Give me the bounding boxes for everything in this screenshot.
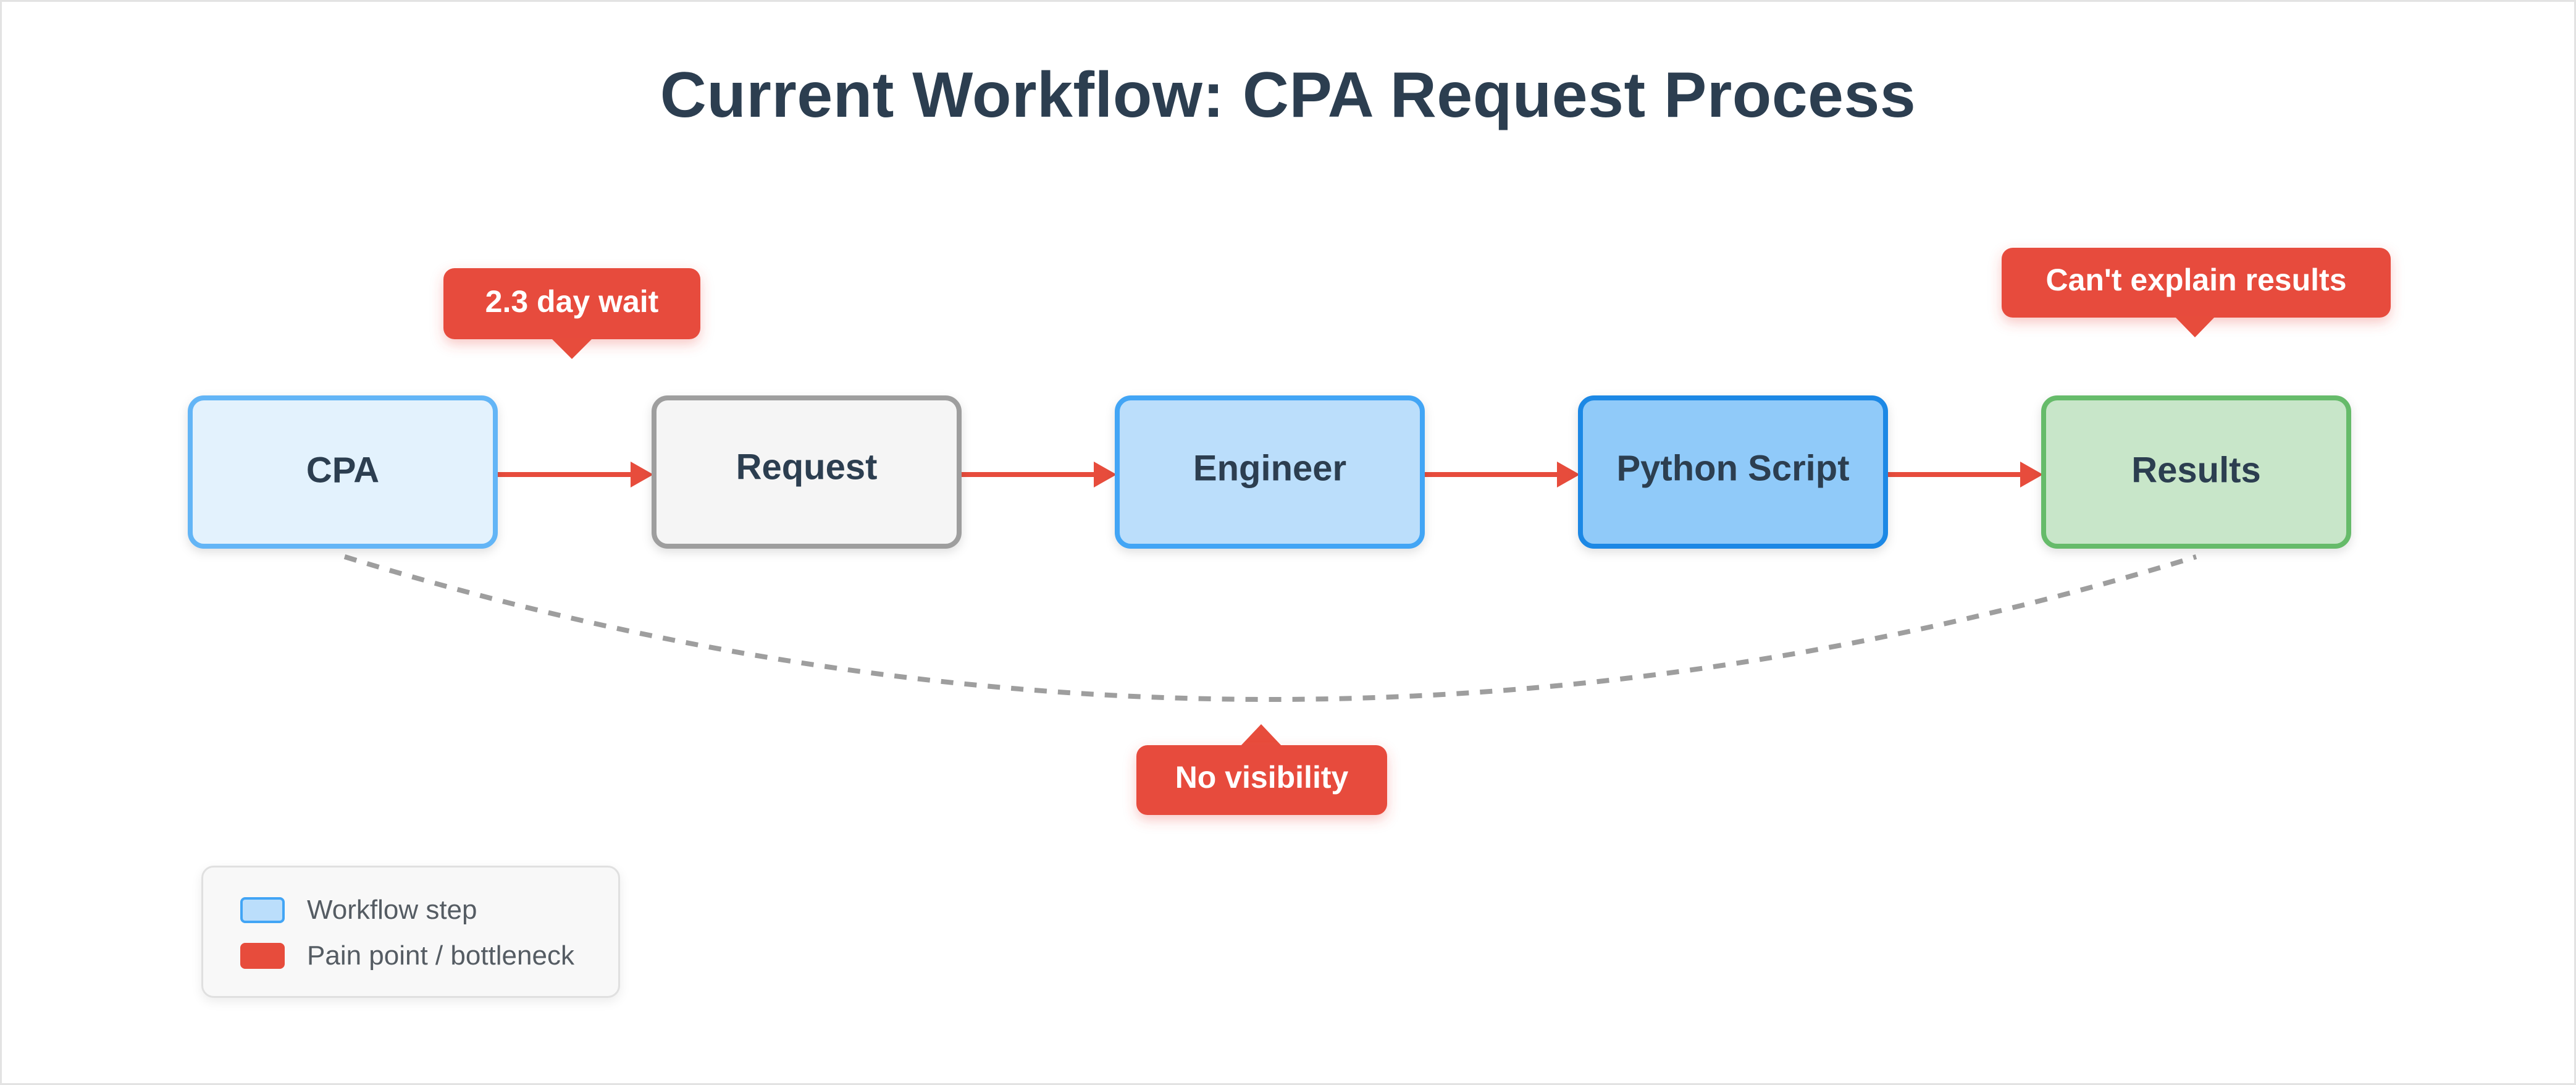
node-engineer-label: Engineer bbox=[1193, 448, 1346, 488]
legend-label-workflow-step: Workflow step bbox=[307, 895, 477, 925]
feedback-curve bbox=[343, 554, 2197, 702]
page-title: Current Workflow: CPA Request Process bbox=[660, 59, 1916, 131]
callout-explain: Can't explain results bbox=[2002, 248, 2391, 337]
node-results-label: Results bbox=[2131, 450, 2261, 490]
edge-python-script-results bbox=[1886, 462, 2043, 488]
callout-wait: 2.3 day wait bbox=[443, 268, 700, 359]
edge-engineer-python-script bbox=[1423, 462, 1580, 488]
node-cpa: CPA bbox=[188, 395, 498, 549]
node-cpa-label: CPA bbox=[306, 450, 379, 490]
node-request-label: Request bbox=[736, 447, 878, 487]
legend-swatch-pain-point bbox=[240, 943, 285, 969]
legend-label-pain-point: Pain point / bottleneck bbox=[307, 940, 574, 971]
edge-cpa-request bbox=[496, 462, 653, 488]
node-request: Request bbox=[652, 395, 962, 549]
node-results: Results bbox=[2041, 395, 2351, 549]
node-python-script-label: Python Script bbox=[1616, 448, 1849, 488]
edge-request-engineer bbox=[960, 462, 1117, 488]
node-cpa-box bbox=[188, 395, 498, 549]
callout-visibility-text: No visibility bbox=[1175, 760, 1349, 795]
node-results-box bbox=[2041, 395, 2351, 549]
node-engineer-box bbox=[1115, 395, 1425, 549]
node-engineer: Engineer bbox=[1115, 395, 1425, 549]
legend-swatch-workflow-step bbox=[240, 897, 285, 923]
legend-item-workflow-step: Workflow step bbox=[240, 895, 477, 926]
node-python-script: Python Script bbox=[1578, 395, 1888, 549]
node-python-script-box bbox=[1578, 395, 1888, 549]
legend-item-pain-point: Pain point / bottleneck bbox=[240, 940, 574, 971]
callout-explain-text: Can't explain results bbox=[2045, 263, 2346, 297]
legend: Workflow step Pain point / bottleneck bbox=[201, 866, 620, 998]
node-request-box bbox=[652, 395, 962, 549]
callout-wait-text: 2.3 day wait bbox=[485, 284, 659, 319]
callout-visibility: No visibility bbox=[1136, 724, 1387, 815]
